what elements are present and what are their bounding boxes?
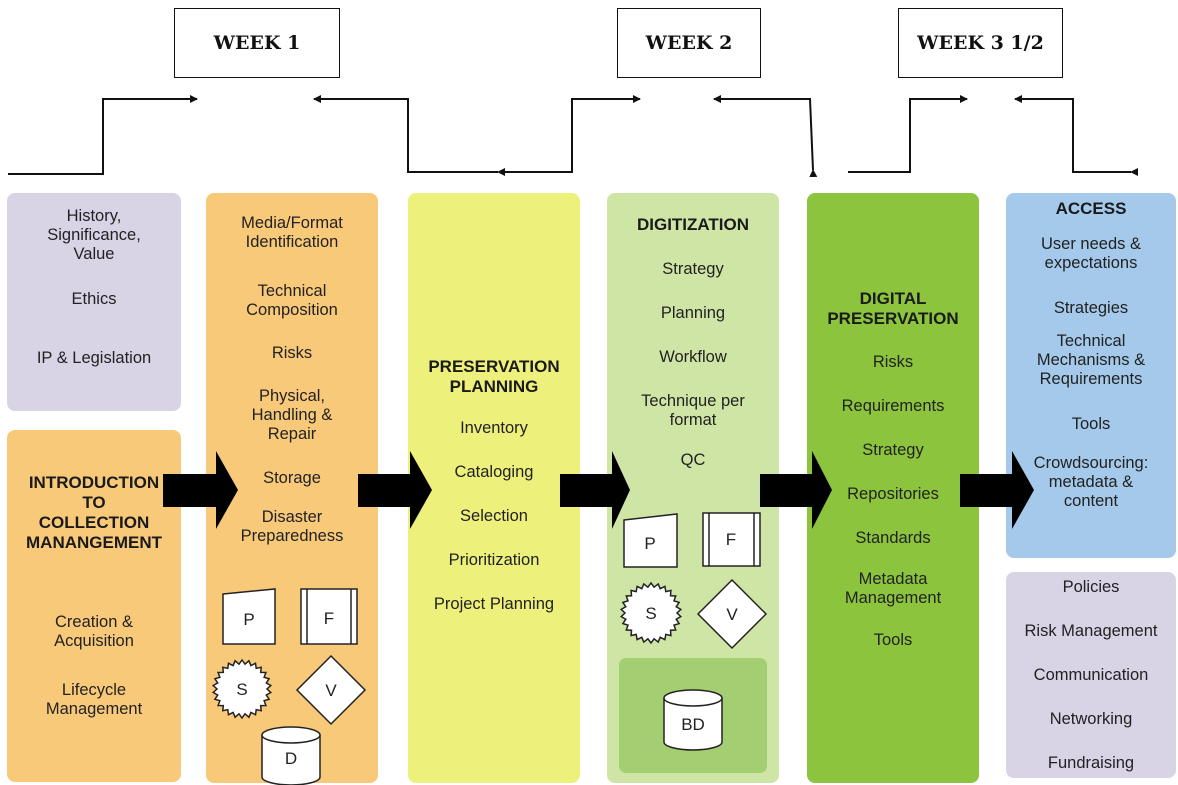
crowdsourcing: Crowdsourcing: metadata & content — [1033, 454, 1149, 510]
svg-text:P: P — [644, 534, 655, 553]
dp-strategy: Strategy — [862, 441, 924, 459]
d-symbol-icon: D — [261, 726, 321, 785]
flow-arrow-1 — [163, 451, 238, 529]
strategies: Strategies — [1053, 299, 1129, 317]
dp-tools: Tools — [873, 631, 913, 649]
svg-text:V: V — [325, 681, 337, 700]
svg-text:F: F — [726, 530, 736, 549]
workflow: Workflow — [659, 348, 727, 366]
access-heading: ACCESS — [1055, 199, 1127, 218]
intro-heading: INTRODUCTION TO COLLECTION MANANGEMENT — [26, 473, 162, 552]
digitization-symbols: P F S V BD — [619, 512, 768, 751]
connector-week3-out — [1014, 95, 1138, 176]
svg-text:S: S — [236, 680, 247, 699]
inventory: Inventory — [460, 419, 528, 437]
connector-week1-out — [313, 95, 505, 176]
connector-week2-in — [500, 95, 641, 173]
f-symbol-icon: F — [300, 588, 358, 645]
repositories: Repositories — [847, 485, 939, 503]
s-symbol-icon: S — [619, 581, 683, 645]
cataloging: Cataloging — [454, 463, 534, 481]
flow-arrow-4 — [760, 451, 832, 529]
requirements: Requirements — [841, 397, 945, 415]
media-symbols: P F S V D — [211, 588, 367, 785]
metadata-management: Metadata Management — [844, 570, 942, 607]
dp-risks: Risks — [872, 353, 914, 371]
access-tools: Tools — [1071, 415, 1111, 433]
physical-handling-repair: Physical, Handling & Repair — [251, 387, 333, 443]
svg-text:P: P — [243, 610, 254, 629]
technical-mechanisms-requirements: Technical Mechanisms & Requirements — [1036, 332, 1146, 388]
intro-column: INTRODUCTION TO COLLECTION MANANGEMENT C… — [7, 430, 181, 782]
svg-text:D: D — [285, 749, 297, 768]
connector-week3-in — [848, 95, 968, 173]
week-1-box: WEEK 1 — [174, 8, 340, 78]
ip-legislation: IP & Legislation — [36, 349, 152, 367]
digital-preservation-heading: DIGITAL PRESERVATION — [827, 289, 959, 328]
lifecycle-management: Lifecycle Management — [45, 681, 143, 718]
week-1-label: WEEK 1 — [213, 32, 301, 54]
communication: Communication — [1033, 666, 1149, 684]
s-symbol-icon: S — [211, 658, 273, 720]
policies: Policies — [1062, 578, 1120, 596]
flow-arrow-2 — [358, 451, 432, 529]
flow-arrow-5 — [960, 451, 1034, 529]
v-symbol-icon: V — [295, 654, 367, 726]
svg-text:S: S — [645, 604, 656, 623]
risks: Risks — [271, 344, 313, 362]
technique-per-format: Technique per format — [641, 392, 745, 429]
week-3-label: WEEK 3 1/2 — [917, 32, 1044, 54]
svg-text:F: F — [324, 609, 334, 628]
selection: Selection — [460, 507, 528, 525]
history-significance-value: History, Significance, Value — [47, 207, 141, 263]
disaster-preparedness: Disaster Preparedness — [240, 508, 344, 545]
week-2-label: WEEK 2 — [645, 32, 733, 54]
flow-arrows — [163, 451, 1034, 529]
user-needs-expectations: User needs & expectations — [1041, 235, 1141, 272]
preservation-planning-column: PRESERVATION PLANNING Inventory Catalogi… — [408, 193, 580, 783]
networking: Networking — [1049, 710, 1133, 728]
strategy: Strategy — [662, 260, 724, 278]
foundations-column: History, Significance, Value Ethics IP &… — [7, 193, 181, 411]
media-format-identification: Media/Format Identification — [241, 214, 343, 251]
p-symbol-icon: P — [623, 513, 678, 568]
svg-text:V: V — [726, 605, 738, 624]
f-symbol-icon: F — [702, 512, 761, 567]
digitization-column: DIGITIZATION Strategy Planning Workflow … — [607, 193, 779, 783]
bd-database-icon: BD — [663, 689, 723, 751]
v-symbol-icon: V — [696, 578, 768, 650]
flow-arrow-3 — [560, 451, 630, 529]
week-3-box: WEEK 3 1/2 — [898, 8, 1063, 78]
svg-text:BD: BD — [681, 715, 705, 734]
preservation-planning-heading: PRESERVATION PLANNING — [428, 357, 560, 396]
standards: Standards — [855, 529, 931, 547]
access-column: ACCESS User needs & expectations Strateg… — [1006, 193, 1176, 558]
technical-composition: Technical Composition — [246, 282, 338, 319]
connector-week1-in — [8, 95, 198, 175]
p-symbol-icon: P — [222, 588, 276, 645]
digital-preservation-column: DIGITAL PRESERVATION Risks Requirements … — [807, 193, 979, 783]
management-column: Policies Risk Management Communication N… — [1006, 572, 1176, 778]
digitization-heading: DIGITIZATION — [636, 215, 750, 234]
ethics: Ethics — [71, 290, 117, 308]
week-2-box: WEEK 2 — [617, 8, 761, 78]
creation-acquisition: Creation & Acquisition — [54, 613, 134, 650]
connector-week2-out — [713, 95, 818, 178]
timeline-connectors — [8, 95, 1138, 178]
storage: Storage — [263, 469, 321, 487]
planning: Planning — [660, 304, 726, 322]
project-planning: Project Planning — [433, 595, 555, 613]
qc: QC — [680, 451, 706, 469]
prioritization: Prioritization — [448, 551, 540, 569]
fundraising: Fundraising — [1047, 754, 1135, 772]
risk-management: Risk Management — [1024, 622, 1158, 640]
